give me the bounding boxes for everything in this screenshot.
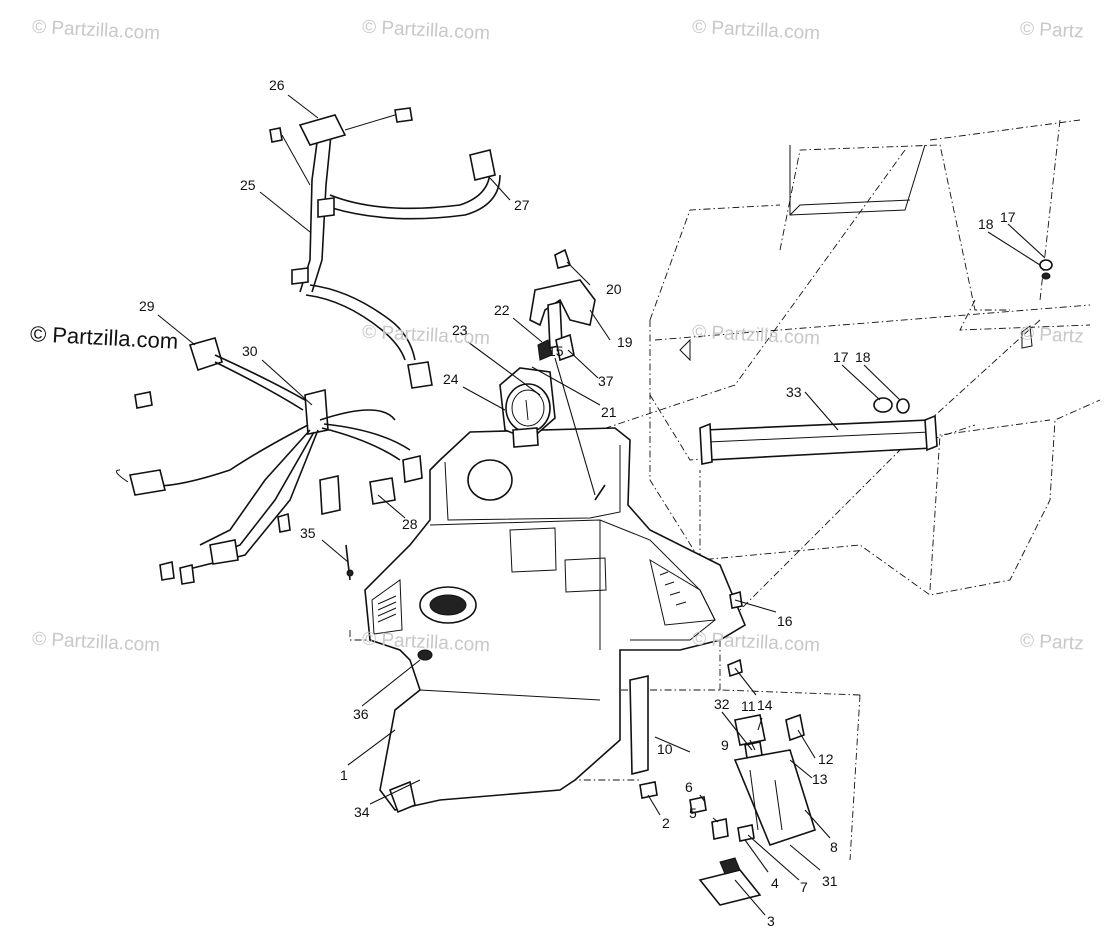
callout-10: 10 xyxy=(657,741,673,757)
callout-32: 32 xyxy=(714,696,730,712)
fasteners xyxy=(639,590,816,906)
callout-8: 8 xyxy=(830,839,838,855)
callout-22: 22 xyxy=(494,302,510,318)
light-bar-33 xyxy=(699,259,1053,465)
callout-24: 24 xyxy=(443,371,459,387)
watermark: © Partz xyxy=(1019,323,1085,348)
callout-25: 25 xyxy=(240,177,256,193)
callout-26: 26 xyxy=(269,77,285,93)
console-housing xyxy=(364,427,747,814)
vent-slots xyxy=(377,571,687,623)
wiring-harness-upper xyxy=(269,107,501,389)
callout-18: 18 xyxy=(855,349,871,365)
gauge-24 xyxy=(499,367,556,448)
callout-36: 36 xyxy=(353,706,369,722)
callout-1: 1 xyxy=(340,767,348,783)
callout-6: 6 xyxy=(685,779,693,795)
callout-37: 37 xyxy=(598,373,614,389)
chassis-outline xyxy=(649,119,1101,596)
callout-20: 20 xyxy=(606,281,622,297)
callout-17: 17 xyxy=(1000,209,1016,225)
callout-13: 13 xyxy=(812,771,828,787)
bracket-assembly xyxy=(529,248,596,362)
callout-30: 30 xyxy=(242,343,258,359)
callout-11: 11 xyxy=(741,698,756,714)
callout-31: 31 xyxy=(822,873,838,889)
callout-3: 3 xyxy=(767,913,775,929)
callout-18: 18 xyxy=(978,216,994,232)
callout-21: 21 xyxy=(601,404,617,420)
callout-23: 23 xyxy=(452,322,468,338)
callout-35: 35 xyxy=(300,525,316,541)
callout-34: 34 xyxy=(354,804,370,820)
callout-28: 28 xyxy=(402,516,418,532)
callout-29: 29 xyxy=(139,298,155,314)
callout-15: 15 xyxy=(548,343,564,359)
callout-16: 16 xyxy=(777,613,793,629)
callout-27: 27 xyxy=(514,197,530,213)
leader-lines xyxy=(157,94,1046,916)
callout-14: 14 xyxy=(757,697,773,713)
callout-17: 17 xyxy=(833,349,849,365)
callout-5: 5 xyxy=(689,805,697,821)
callout-4: 4 xyxy=(771,875,779,891)
wiring-harness-lower xyxy=(115,337,606,585)
callout-9: 9 xyxy=(721,737,729,753)
callout-12: 12 xyxy=(818,751,834,767)
callout-7: 7 xyxy=(800,879,808,895)
callout-2: 2 xyxy=(662,815,670,831)
callout-33: 33 xyxy=(786,384,802,400)
watermark: © Partz xyxy=(1019,630,1085,655)
watermark: © Partz xyxy=(1019,18,1085,43)
callout-19: 19 xyxy=(617,334,633,350)
